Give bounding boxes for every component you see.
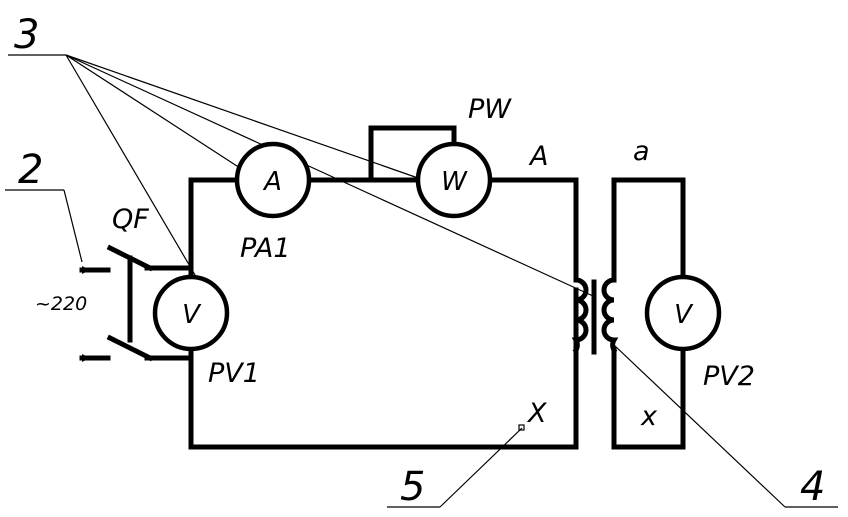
callout-3: 3 — [14, 12, 39, 58]
wattmeter-pw: W — [415, 141, 493, 219]
label-pa1: PA1 — [240, 233, 291, 264]
label-voltage: ~220 — [35, 293, 87, 315]
label-qf: QF — [112, 204, 149, 235]
terminal-X: X — [526, 398, 547, 429]
label-pw: PW — [468, 94, 512, 125]
secondary-circuit — [611, 177, 686, 450]
voltmeter1-symbol: V — [182, 300, 202, 330]
callout-2-leader — [5, 189, 83, 263]
label-pv2: PV2 — [703, 361, 755, 392]
callout-4: 4 — [800, 464, 825, 510]
terminal-a: a — [633, 136, 650, 167]
wattmeter-symbol: W — [441, 167, 468, 197]
label-pv1: PV1 — [208, 358, 260, 389]
ammeter-symbol: A — [262, 167, 282, 197]
voltmeter-pv1: V — [152, 274, 230, 352]
callout-5-leader — [387, 424, 525, 508]
terminal-A: A — [528, 141, 548, 172]
terminal-x: x — [640, 401, 658, 432]
circuit-breaker-qf — [79, 244, 154, 362]
primary-circuit — [144, 125, 579, 450]
ammeter-pa1: A — [234, 141, 312, 219]
callout-4-leader — [613, 344, 838, 508]
callout-2: 2 — [18, 147, 43, 193]
transformer — [571, 277, 619, 355]
voltmeter-pv2: V — [644, 274, 722, 352]
callout-5: 5 — [400, 464, 425, 510]
callout-3-leaders — [8, 54, 594, 297]
voltmeter2-symbol: V — [674, 300, 694, 330]
